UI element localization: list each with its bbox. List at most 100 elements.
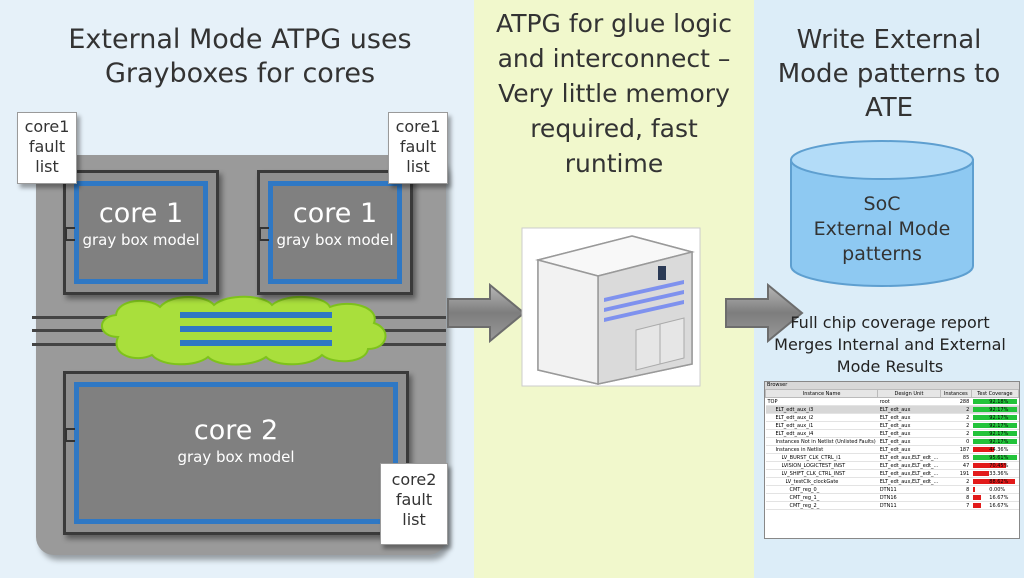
instance-name: TOP — [765, 397, 878, 406]
arrow-right-icon — [447, 283, 526, 343]
instance-count: 2 — [940, 413, 972, 422]
col-test-coverage[interactable]: Test Coverage — [970, 389, 1019, 398]
coverage-report-caption: Full chip coverage report Merges Interna… — [756, 312, 1024, 378]
right-heading: Write External Mode patterns to ATE — [760, 23, 1018, 125]
left-heading-line1: External Mode ATPG uses — [68, 24, 412, 55]
coverage-bar — [973, 431, 1017, 436]
coverage-cell: 92.17% — [971, 421, 1019, 430]
col-design-unit[interactable]: Design Unit — [877, 389, 941, 398]
coverage-bar — [973, 399, 1017, 404]
design-unit-text: DTN11 — [879, 502, 897, 509]
instance-name: ELT_edt_aux_i3 — [765, 405, 878, 414]
table-row[interactable]: Instances Not in Netlist (Unlisted Fault… — [765, 437, 1019, 446]
design-unit-text: ELT_edt_aux — [879, 438, 911, 445]
col-instance-name[interactable]: Instance Name — [765, 389, 879, 398]
coverage-cell: 16.67% — [971, 501, 1019, 510]
instance-name: CMT_reg_1_ — [765, 493, 878, 502]
middle-heading: ATPG for glue logic and interconnect – V… — [482, 6, 746, 181]
middle-heading-line: runtime — [564, 149, 664, 178]
design-unit: ELT_edt_aux — [877, 405, 941, 414]
core-subtitle: gray box model — [82, 231, 200, 249]
design-unit-text: ELT_edt_aux,ELT_edt_... — [879, 470, 939, 477]
instance-name-text: LV_testClk_clockGate — [785, 478, 839, 485]
coverage-value: 92.17% — [989, 430, 1009, 437]
design-unit: ELT_edt_aux,ELT_edt_... — [877, 477, 941, 486]
core-subtitle: gray box model — [276, 231, 394, 249]
instance-name: Instances in Netlist — [765, 445, 878, 454]
instance-count: 8 — [940, 485, 972, 494]
instance-count-text: 8 — [966, 494, 970, 501]
coverage-value: 92.17% — [989, 422, 1009, 429]
instance-name: CMT_reg_2_ — [765, 501, 878, 510]
instance-name: LV_SHIFT_CLK_CTRL_INST — [765, 469, 878, 478]
coverage-bar — [973, 447, 995, 452]
instance-name-text: Instances Not in Netlist (Unlisted Fault… — [775, 438, 876, 445]
right-heading-line: Write External — [796, 25, 982, 55]
design-unit-text: ELT_edt_aux,ELT_edt_... — [879, 478, 939, 485]
design-unit: ELT_edt_aux,ELT_edt_... — [877, 453, 941, 462]
left-heading: External Mode ATPG uses Grayboxes for co… — [40, 23, 440, 91]
core1-left-inner: core 1 gray box model — [74, 181, 208, 284]
port-connector — [65, 428, 75, 442]
coverage-value: 92.17% — [989, 438, 1009, 445]
design-unit: DTN11 — [877, 501, 941, 510]
fault-list-note: core1 fault list — [17, 112, 77, 184]
middle-heading-line: Very little memory — [498, 79, 730, 108]
design-unit: ELT_edt_aux — [877, 437, 941, 446]
port-connector — [259, 227, 269, 241]
instance-name: CMT_reg_0_ — [765, 485, 878, 494]
note-line: core1 — [24, 117, 70, 136]
fault-list-note: core1 fault list — [388, 112, 448, 184]
right-heading-line: Mode patterns to — [777, 59, 1001, 89]
instance-count: 47 — [940, 461, 972, 470]
coverage-cell: 0.00% — [971, 485, 1019, 494]
design-unit: ELT_edt_aux,ELT_edt_... — [877, 461, 941, 470]
instance-count: 85 — [940, 453, 972, 462]
coverage-cell: 92.17% — [971, 429, 1019, 438]
coverage-cell: 33.36% — [971, 469, 1019, 478]
note-line: fault — [399, 137, 437, 156]
design-unit: ELT_edt_aux — [877, 429, 941, 438]
instance-name-text: ELT_edt_aux_i4 — [775, 430, 814, 437]
coverage-bar — [973, 463, 1007, 468]
core1-left: core 1 gray box model — [63, 170, 219, 295]
coverage-bar — [973, 479, 1016, 484]
coverage-browser-window: Browser Instance Name Design Unit Instan… — [764, 381, 1020, 539]
core1-right-inner: core 1 gray box model — [268, 181, 402, 284]
instance-count-text: 288 — [959, 398, 970, 405]
instance-count-text: 2 — [966, 422, 970, 429]
instance-count: 2 — [940, 477, 972, 486]
instance-count-text: 2 — [966, 406, 970, 413]
note-line: core1 — [395, 117, 441, 136]
design-unit: root — [877, 397, 941, 406]
instance-count-text: 2 — [966, 478, 970, 485]
table-row[interactable]: LV_testClk_clockGate ELT_edt_aux,ELT_edt_… — [765, 477, 1019, 486]
coverage-value: 0.00% — [989, 486, 1006, 493]
instance-name-text: CMT_reg_0_ — [789, 486, 820, 493]
design-unit-text: DTN11 — [879, 486, 897, 493]
note-line: list — [35, 157, 59, 176]
coverage-cell: 92.17% — [971, 437, 1019, 446]
instance-count-text: 187 — [959, 446, 970, 453]
col-instances[interactable]: Instances — [939, 389, 972, 398]
note-line: fault — [395, 490, 433, 509]
design-unit: DTN11 — [877, 485, 941, 494]
table-row[interactable]: CMT_reg_0_ DTN11 8 0.00% — [765, 485, 1019, 494]
design-unit-text: ELT_edt_aux — [879, 406, 911, 413]
instance-name: ELT_edt_aux_i4 — [765, 429, 878, 438]
cylinder-line: External Mode — [813, 218, 951, 240]
glue-logic-cloud — [101, 295, 387, 366]
instance-count: 8 — [940, 493, 972, 502]
